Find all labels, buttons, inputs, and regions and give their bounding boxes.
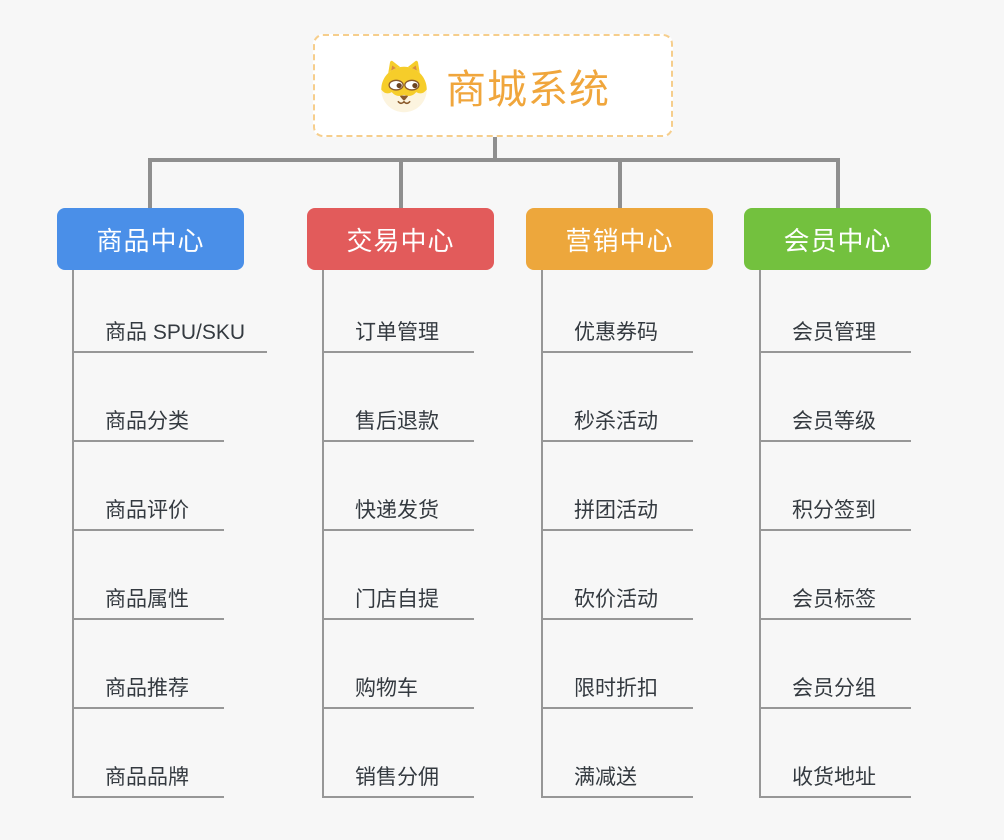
leaf-item[interactable]: 积分签到 [761,442,911,531]
leaf-item[interactable]: 会员分组 [761,620,911,709]
trade-center-children: 订单管理 售后退款 快递发货 门店自提 购物车 销售分佣 [322,270,474,798]
leaf-item[interactable]: 购物车 [324,620,474,709]
connector-root-stub [493,137,497,160]
leaf-item[interactable]: 门店自提 [324,531,474,620]
branch-node-member-center[interactable]: 会员中心 [744,208,931,270]
leaf-item[interactable]: 限时折扣 [543,620,693,709]
branch-label: 交易中心 [346,225,455,256]
leaf-item[interactable]: 秒杀活动 [543,353,693,442]
leaf-item[interactable]: 商品分类 [74,353,224,442]
marketing-center-children: 优惠券码 秒杀活动 拼团活动 砍价活动 限时折扣 满减送 [541,270,693,798]
leaf-item[interactable]: 收货地址 [761,709,911,798]
leaf-item[interactable]: 会员管理 [761,270,911,353]
leaf-item[interactable]: 满减送 [543,709,693,798]
branch-label: 会员中心 [783,225,892,256]
leaf-item[interactable]: 售后退款 [324,353,474,442]
connector-drop-trade [399,158,403,208]
leaf-item[interactable]: 快递发货 [324,442,474,531]
product-center-children: 商品 SPU/SKU 商品分类 商品评价 商品属性 商品推荐 商品品牌 [72,270,268,798]
leaf-item[interactable]: 商品品牌 [74,709,224,798]
root-node[interactable]: 商城系统 [313,34,673,137]
connector-drop-marketing [618,158,622,208]
branch-label: 商品中心 [96,225,205,256]
branch-node-trade-center[interactable]: 交易中心 [307,208,494,270]
leaf-item[interactable]: 拼团活动 [543,442,693,531]
leaf-item[interactable]: 会员等级 [761,353,911,442]
leaf-item[interactable]: 订单管理 [324,270,474,353]
connector-drop-product [148,158,152,208]
member-center-children: 会员管理 会员等级 积分签到 会员标签 会员分组 收货地址 [759,270,911,798]
connector-horizontal-line [148,158,840,162]
leaf-item[interactable]: 商品 SPU/SKU [74,270,268,353]
leaf-item[interactable]: 会员标签 [761,531,911,620]
branch-node-marketing-center[interactable]: 营销中心 [526,208,713,270]
leaf-item[interactable]: 优惠券码 [543,270,693,353]
branch-label: 营销中心 [565,225,674,256]
leaf-item[interactable]: 商品评价 [74,442,224,531]
shiba-dog-icon [381,60,427,112]
leaf-item[interactable]: 砍价活动 [543,531,693,620]
branch-node-product-center[interactable]: 商品中心 [57,208,244,270]
leaf-item[interactable]: 销售分佣 [324,709,474,798]
root-title: 商城系统 [446,67,610,112]
leaf-item[interactable]: 商品推荐 [74,620,224,709]
connector-drop-member [836,158,840,208]
leaf-item[interactable]: 商品属性 [74,531,224,620]
